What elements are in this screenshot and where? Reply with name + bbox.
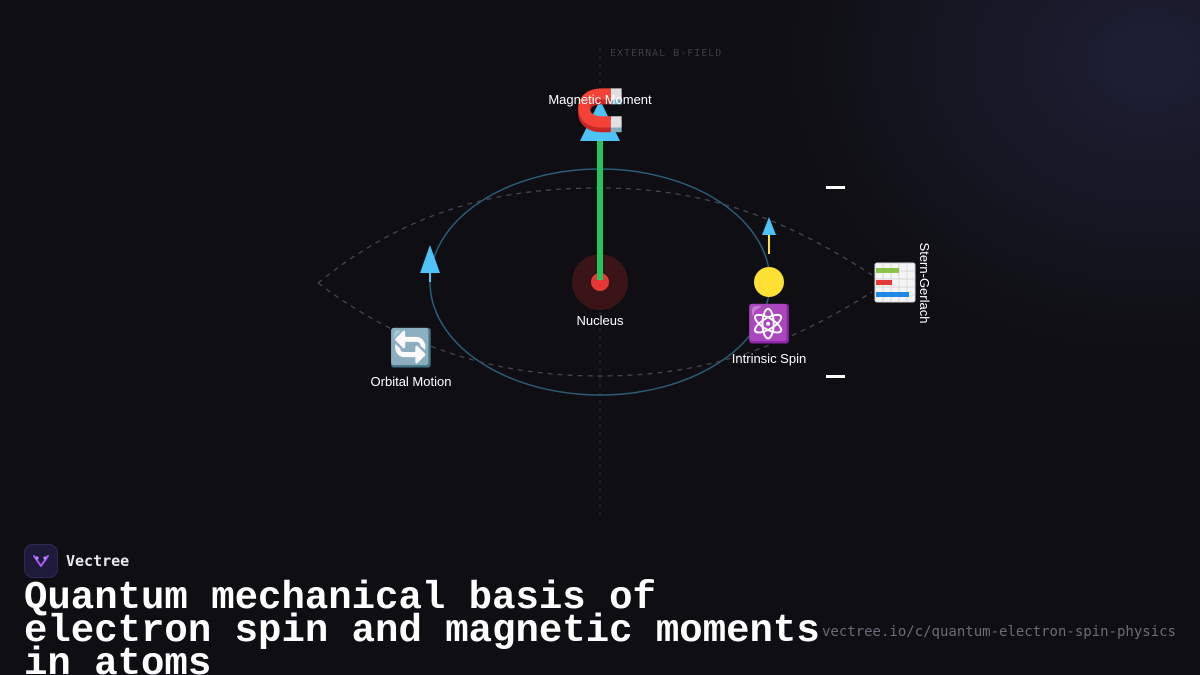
spin-arrowhead [762,217,776,235]
magnetic-moment-arrowhead [580,100,620,141]
spin-up-marker [826,186,845,189]
bar-chart-icon [874,262,916,303]
page-url[interactable]: vectree.io/c/quantum-electron-spin-physi… [821,624,1176,640]
cycle-arrows-icon: 🔄 [389,327,434,369]
intrinsic-spin-label: Intrinsic Spin [732,351,806,366]
magnet-icon: 🧲 [575,87,625,134]
spin-down-marker [826,375,845,378]
nucleus-label: Nucleus [577,313,624,328]
brand: Vectree [24,544,129,578]
stern-gerlach-label: Stern-Gerlach [917,243,932,324]
orbital-arrowhead [420,245,440,273]
atom-icon: ⚛️ [747,303,792,345]
electron [754,267,784,297]
beam-path-lower [317,282,873,377]
field-label: EXTERNAL B-FIELD [610,48,722,59]
brand-logo-icon [24,544,58,578]
page-title: Quantum mechanical basis of electron spi… [24,576,820,675]
orbital-motion-label: Orbital Motion [371,374,452,389]
nucleus-core [591,273,609,291]
magnetic-moment-label: Magnetic Moment [548,92,652,107]
brand-name: Vectree [66,552,130,570]
